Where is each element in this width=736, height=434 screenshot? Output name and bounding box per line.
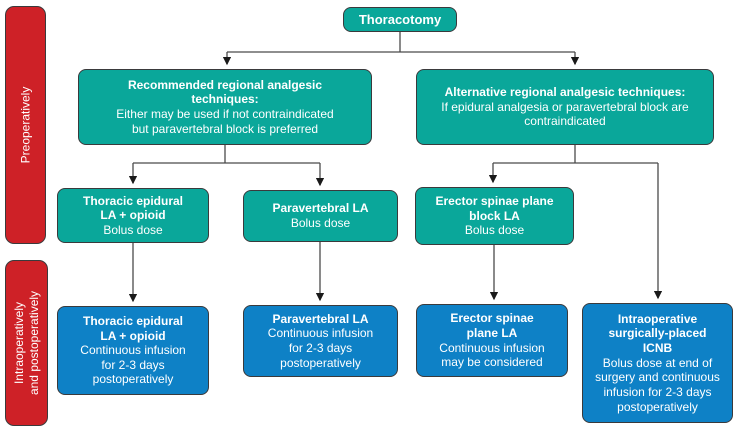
node-title: Paravertebral LA <box>272 311 369 326</box>
node-paravertebral-bolus: Paravertebral LA Bolus dose <box>243 190 398 242</box>
node-alternative-techniques: Alternative regional analgesic technique… <box>416 69 714 145</box>
node-body: Bolus dose <box>464 223 525 238</box>
node-title: Thoracotomy <box>358 11 442 27</box>
node-title: Alternative regional analgesic technique… <box>444 85 686 100</box>
phase-bar-preoperatively: Preoperatively <box>5 6 46 244</box>
node-body: If epidural analgesia or paravertebral b… <box>441 99 689 129</box>
node-body: Either may be used if not contraindicate… <box>116 107 334 136</box>
node-title: Paravertebral LA <box>272 201 369 216</box>
node-body: Bolus dose <box>103 222 163 237</box>
node-thoracotomy: Thoracotomy <box>343 7 457 32</box>
phase-label-preoperatively: Preoperatively <box>18 86 32 164</box>
node-body: Bolus dose <box>290 216 351 230</box>
